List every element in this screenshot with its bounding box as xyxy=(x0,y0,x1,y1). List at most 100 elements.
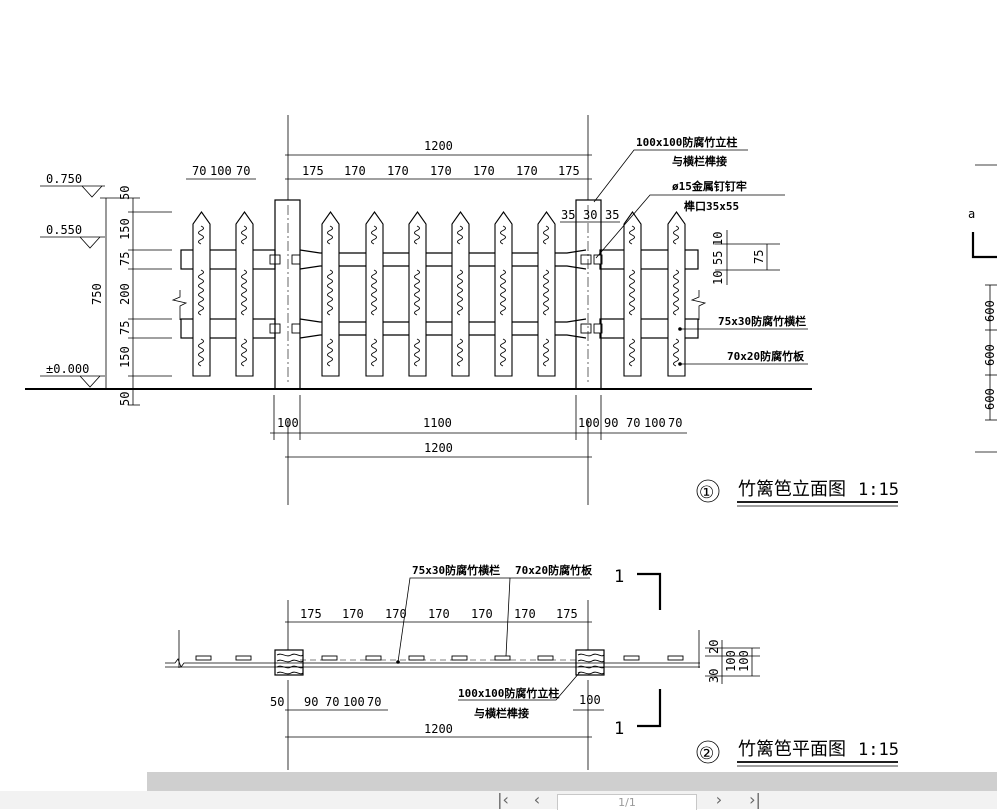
board-grain xyxy=(241,225,247,245)
vdim-150-top: 150 xyxy=(118,218,132,240)
post-dim-1: 35 xyxy=(561,208,575,222)
vdim-75-top: 75 xyxy=(118,252,132,266)
top-spacing-5: 170 xyxy=(473,164,495,178)
rails xyxy=(180,249,699,339)
elevation-title: ① 竹篱笆立面图 1:15 xyxy=(696,479,899,507)
top-spacing-3: 170 xyxy=(387,164,409,178)
plan-side-dims: 20 30 100 100 xyxy=(705,640,760,684)
plan-board xyxy=(408,655,425,661)
bottom-right-90: 90 xyxy=(604,416,618,430)
bottom-dimensions: 100 1100 100 90 70 100 70 1200 xyxy=(270,395,687,505)
fence-board xyxy=(451,211,470,377)
plan-overall-1200: 1200 xyxy=(424,722,453,736)
board-grain xyxy=(457,338,463,367)
plan-top-spacing-4: 170 xyxy=(428,607,450,621)
horizontal-scrollbar[interactable] xyxy=(147,772,997,791)
board-grain xyxy=(241,338,247,367)
board-grain xyxy=(414,269,420,316)
fence-board xyxy=(494,211,513,377)
bottom-right-70: 70 xyxy=(626,416,640,430)
board-grain xyxy=(673,225,679,245)
board-grain xyxy=(629,338,635,367)
plan-view: 75x30防腐竹横栏 70x20防腐竹板 1 1 175 170 170 170… xyxy=(165,563,899,770)
plan-post-right xyxy=(575,649,605,676)
vdim-200: 200 xyxy=(118,283,132,305)
label-nail-line2: 榫口35x55 xyxy=(683,199,739,213)
bottom-span-1100: 1100 xyxy=(423,416,452,430)
board-grain xyxy=(198,225,204,245)
board-grain xyxy=(543,269,549,316)
plan-title-scale: 1:15 xyxy=(858,740,899,760)
bottom-right-100: 100 xyxy=(578,416,600,430)
level-0750-text: 0.750 xyxy=(46,172,82,186)
board-grain xyxy=(327,225,333,245)
section-mark-bottom: 1 xyxy=(614,719,624,739)
fence-board xyxy=(537,211,556,377)
plan-top-spacing-3: 170 xyxy=(385,607,407,621)
bottom-right-100b: 100 xyxy=(644,416,666,430)
post-right xyxy=(575,199,602,390)
plan-boards xyxy=(195,655,684,661)
elevation-view: 0.750 0.550 ±0.000 50 150 75 xyxy=(25,115,899,507)
plan-bottom-dim-50: 50 xyxy=(270,695,284,709)
plan-board xyxy=(195,655,212,661)
fence-board xyxy=(408,211,427,377)
level-0000-text: ±0.000 xyxy=(46,362,89,376)
bottom-overall-1200: 1200 xyxy=(424,441,453,455)
next-page-button[interactable]: › xyxy=(715,790,723,809)
plan-side-100b: 100 xyxy=(737,650,751,672)
plan-bottom-dim-90: 90 xyxy=(304,695,318,709)
left-board-dim-2: 100 xyxy=(210,164,232,178)
plan-top-dimensions: 175 170 170 170 170 170 175 xyxy=(285,600,592,650)
board-grain xyxy=(241,269,247,316)
top-spacing-4: 170 xyxy=(430,164,452,178)
board-grain xyxy=(371,269,377,316)
label-rail: 75x30防腐竹横栏 xyxy=(718,314,806,328)
plan-bottom-dimensions: 50 90 70 100 70 100 1200 xyxy=(270,680,604,770)
plan-top-spacing-2: 170 xyxy=(342,607,364,621)
plan-board xyxy=(321,655,338,661)
rdim-10-top: 10 xyxy=(711,232,725,246)
first-page-button[interactable]: |‹ xyxy=(497,790,509,809)
top-spacing-7: 175 xyxy=(558,164,580,178)
top-overall-1200: 1200 xyxy=(424,139,453,153)
label-post-line1: 100x100防腐竹立柱 xyxy=(636,135,737,149)
prev-page-button[interactable]: ‹ xyxy=(533,790,541,809)
board-grain xyxy=(414,338,420,367)
board-grain xyxy=(457,269,463,316)
cad-drawing: 0.750 0.550 ±0.000 50 150 75 xyxy=(25,115,997,770)
break-mark-right xyxy=(690,290,707,320)
label-post-line2: 与横栏榫接 xyxy=(672,154,727,168)
rdim-10-bottom: 10 xyxy=(711,271,725,285)
board-grain xyxy=(543,338,549,367)
level-marker-0000: ±0.000 xyxy=(40,362,105,388)
vdim-50-top: 50 xyxy=(118,186,132,200)
side-dim-600-3: 600 xyxy=(983,388,997,410)
side-dim-600-1: 600 xyxy=(983,300,997,322)
label-nail-line1: ø15金属钉钉牢 xyxy=(672,179,747,193)
board-grain xyxy=(371,225,377,245)
board-grain xyxy=(673,269,679,316)
side-section-mark: a xyxy=(968,207,975,221)
level-marker-0750: 0.750 xyxy=(40,172,105,198)
board-grain xyxy=(629,269,635,316)
plan-bottom-dim-70b: 70 xyxy=(367,695,381,709)
plan-side-30: 30 xyxy=(707,669,721,683)
right-small-dims: 10 55 10 75 xyxy=(711,230,780,285)
page-number-field[interactable]: 1/1 xyxy=(557,794,697,810)
rdim-55: 55 xyxy=(711,251,725,265)
elevation-title-scale: 1:15 xyxy=(858,480,899,500)
last-page-button[interactable]: ›| xyxy=(749,790,761,809)
left-vertical-dims: 50 150 75 200 75 150 50 750 xyxy=(90,186,172,406)
vdim-750: 750 xyxy=(90,283,104,305)
bottom-post-100: 100 xyxy=(277,416,299,430)
board-grain xyxy=(327,269,333,316)
board-grain xyxy=(629,225,635,245)
side-section-partial: a 600 600 600 xyxy=(968,164,997,453)
plan-post-label-line2: 与横栏榫接 xyxy=(474,706,529,720)
plan-board xyxy=(623,655,640,661)
left-board-dim-1: 70 xyxy=(192,164,206,178)
top-spacing-6: 170 xyxy=(516,164,538,178)
top-spacing-1: 175 xyxy=(302,164,324,178)
post-left xyxy=(274,199,301,390)
